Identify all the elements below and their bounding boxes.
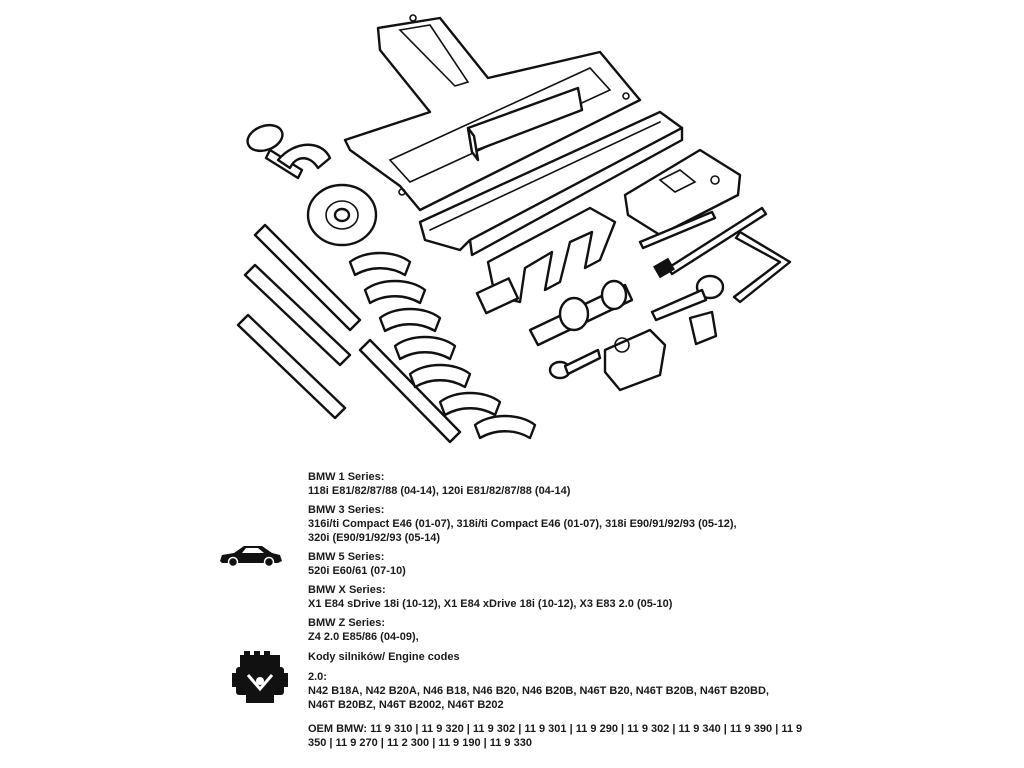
small-clips — [603, 310, 718, 392]
pulley-clamp — [306, 183, 378, 247]
series-x-block: BMW X Series: X1 E84 sDrive 18i (10-12),… — [308, 583, 828, 611]
cylinder-rods — [236, 223, 462, 444]
timing-tool-kit-illustration — [236, 14, 792, 444]
engine-icon — [232, 651, 288, 703]
vehicle-compatibility-list: BMW 1 Series: 118i E81/82/87/88 (04-14),… — [308, 470, 828, 649]
series-models: 320i (E90/91/92/93 (05-14) — [308, 532, 441, 544]
series-models: X1 E84 sDrive 18i (10-12), X1 E84 xDrive… — [308, 598, 673, 610]
thumb-screws — [246, 123, 725, 380]
oem-numbers-line: OEM BMW: 11 9 310 | 11 9 320 | 11 9 302 … — [308, 723, 803, 735]
engine-capacity: 2.0: — [308, 671, 327, 683]
series-1-block: BMW 1 Series: 118i E81/82/87/88 (04-14),… — [308, 470, 828, 498]
series-3-block: BMW 3 Series: 316i/ti Compact E46 (01-07… — [308, 503, 828, 545]
oem-numbers-line: 350 | 11 9 270 | 11 2 300 | 11 9 190 | 1… — [308, 737, 532, 749]
fork-bracket — [475, 206, 617, 315]
series-title: BMW 5 Series: — [308, 551, 385, 563]
series-5-block: BMW 5 Series: 520i E60/61 (07-10) — [308, 550, 828, 578]
engine-codes-title: Kody silników/ Engine codes — [308, 651, 460, 663]
crankshaft-tool — [528, 279, 634, 347]
series-z-block: BMW Z Series: Z4 2.0 E85/86 (04-09), — [308, 616, 828, 644]
series-title: BMW 3 Series: — [308, 504, 385, 516]
engine-codes-section: Kody silników/ Engine codes 2.0: N42 B18… — [308, 650, 828, 750]
camshaft-bar-plate — [418, 110, 684, 257]
series-title: BMW Z Series: — [308, 617, 386, 629]
half-shell-spacers — [348, 251, 537, 440]
car-icon — [220, 546, 282, 568]
right-bracket — [623, 148, 742, 237]
locking-pins — [638, 206, 792, 304]
series-models: Z4 2.0 E85/86 (04-09), — [308, 631, 419, 643]
series-models: 316i/ti Compact E46 (01-07), 318i/ti Com… — [308, 518, 737, 530]
series-models: 520i E60/61 (07-10) — [308, 565, 406, 577]
series-models: 118i E81/82/87/88 (04-14), 120i E81/82/8… — [308, 485, 571, 497]
series-title: BMW X Series: — [308, 584, 386, 596]
series-title: BMW 1 Series: — [308, 471, 385, 483]
engine-codes-line: N42 B18A, N42 B20A, N46 B18, N46 B20, N4… — [308, 685, 769, 697]
engine-codes-line: N46T B20BZ, N46T B2002, N46T B202 — [308, 699, 504, 711]
